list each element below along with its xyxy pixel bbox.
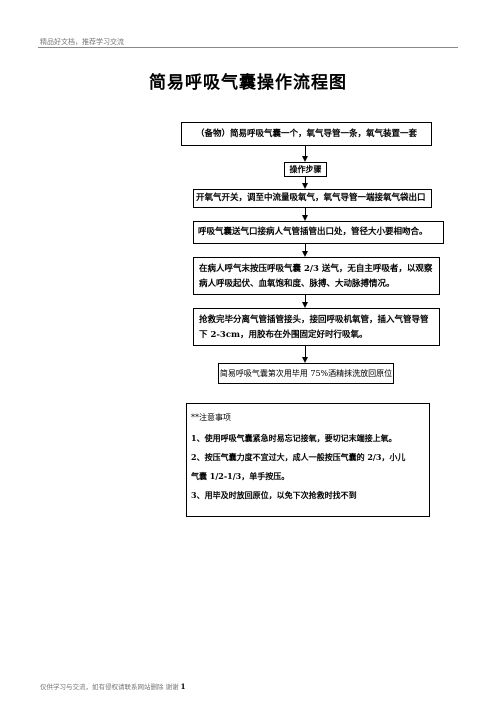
step-3-box: 在病人呼气末按压呼吸气囊 2/3 送气，无自主呼吸者，以观察病人呼吸起伏、血氧饱…	[193, 257, 440, 295]
step-1-text: 开氧气开关，调至中流量吸氧气，氧气导管一端接氧气袋出口	[196, 193, 426, 203]
step-1-box: 开氧气开关，调至中流量吸氧气，氧气导管一端接氧气袋出口	[193, 189, 432, 208]
connector-line	[305, 346, 306, 360]
step-4-box: 抢救完毕分离气管插管接头，接回呼吸机氧管，插入气管导管下 2-3cm，用胶布在外…	[193, 308, 440, 346]
connector-line	[305, 146, 306, 159]
header-divider	[38, 47, 458, 48]
page-footer: 仅供学习与交流，如有侵权请联系网站删除 谢谢 1	[40, 681, 186, 691]
arrow-icon	[302, 215, 308, 221]
prep-text: （备物）简易呼吸气囊一个，氧气导管一条，氧气装置一套	[195, 129, 417, 139]
arrow-icon	[302, 302, 308, 308]
step-4-text: 抢救完毕分离气管插管接头，接回呼吸机氧管，插入气管导管下 2-3cm，用胶布在外…	[199, 315, 429, 340]
step-3-text: 在病人呼气末按压呼吸气囊 2/3 送气，无自主呼吸者，以观察病人呼吸起伏、血氧饱…	[199, 264, 433, 289]
steps-label: 操作步骤	[289, 164, 322, 174]
notes-title: **注意事项	[191, 413, 231, 422]
arrow-icon	[302, 183, 308, 189]
step-2-box: 呼吸气囊送气口接病人气管插管出口处，管径大小要相吻合。	[193, 221, 444, 244]
notes-item: 1、使用呼吸气囊紧急时易忘记接氧，要切记末端接上氧。	[191, 433, 397, 443]
connector-line	[305, 208, 306, 218]
steps-label-box: 操作步骤	[284, 162, 327, 177]
connector-line	[305, 295, 306, 305]
arrow-icon	[302, 357, 308, 363]
connector-line	[305, 244, 306, 254]
notes-item: 3、用毕及时放回原位，以免下次抢救时找不到	[191, 490, 357, 500]
page-number: 1	[180, 682, 186, 691]
step-5-box: 简易呼吸气囊第次用毕用 75%酒精抹洗放回原位	[218, 363, 394, 384]
connector-line	[305, 177, 306, 186]
page-header-text: 精品好文档，推荐学习交流	[40, 38, 124, 46]
notes-item: 2、按压气囊力度不宜过大，成人一般按压气囊的 2/3，小儿	[191, 452, 406, 462]
footer-text: 仅供学习与交流，如有侵权请联系网站删除 谢谢	[40, 683, 179, 691]
prep-box: （备物）简易呼吸气囊一个，氧气导管一条，氧气装置一套	[181, 122, 432, 146]
step-2-text: 呼吸气囊送气口接病人气管插管出口处，管径大小要相吻合。	[198, 227, 428, 237]
notes-box: **注意事项 1、使用呼吸气囊紧急时易忘记接氧，要切记末端接上氧。 2、按压气囊…	[186, 403, 430, 517]
arrow-icon	[302, 156, 308, 162]
step-5-text: 简易呼吸气囊第次用毕用 75%酒精抹洗放回原位	[219, 369, 393, 378]
arrow-icon	[302, 251, 308, 257]
notes-item: 气囊 1/2-1/3，单手按压。	[191, 471, 290, 481]
document-title: 简易呼吸气囊操作流程图	[149, 73, 347, 93]
